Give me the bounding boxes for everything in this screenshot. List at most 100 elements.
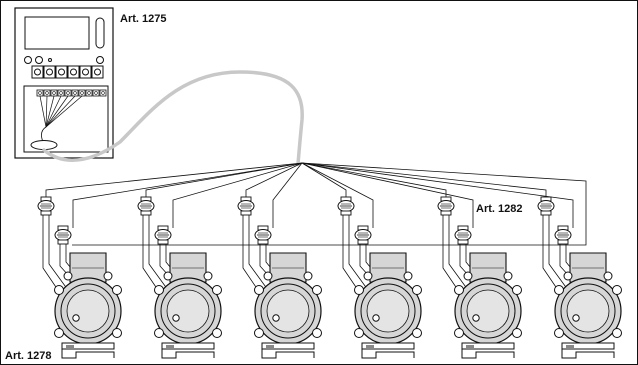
actuator-bolt bbox=[254, 328, 264, 338]
actuator-bracket bbox=[461, 342, 515, 350]
actuator-foot bbox=[361, 349, 415, 359]
wire-to-valve bbox=[301, 162, 374, 228]
valve bbox=[454, 225, 472, 245]
wire-to-valve bbox=[301, 162, 347, 198]
actuator bbox=[554, 252, 622, 359]
actuator-port bbox=[603, 271, 613, 281]
actuator-dial bbox=[66, 289, 110, 333]
valve bbox=[337, 196, 355, 216]
actuator-port bbox=[363, 271, 373, 281]
terminal-screw bbox=[94, 91, 98, 95]
terminal-wire bbox=[45, 95, 83, 128]
actuator-bolt bbox=[412, 328, 422, 338]
actuator-lead bbox=[148, 214, 169, 291]
valve bbox=[354, 225, 372, 245]
actuator-dial bbox=[266, 289, 310, 333]
actuator-foot bbox=[461, 349, 515, 359]
wire-to-valve bbox=[245, 162, 303, 198]
wire-to-valve bbox=[145, 162, 303, 198]
controller-button-knob bbox=[70, 68, 77, 76]
actuator-port bbox=[163, 271, 173, 281]
actuator-indicator bbox=[172, 314, 180, 322]
controller-button-row bbox=[31, 65, 104, 79]
valve bbox=[137, 196, 155, 216]
controller-button-knob bbox=[34, 68, 41, 76]
valve-base bbox=[240, 210, 252, 216]
wire-to-valve bbox=[272, 162, 303, 228]
terminal-screw bbox=[87, 91, 91, 95]
controller-cable-gland bbox=[30, 140, 58, 150]
terminal-wire bbox=[45, 95, 69, 128]
actuator-port bbox=[563, 271, 573, 281]
actuator-foot bbox=[561, 349, 615, 359]
actuator-bolt bbox=[354, 328, 364, 338]
actuator-bolt bbox=[212, 285, 222, 295]
valve bbox=[554, 225, 572, 245]
actuator-lead bbox=[248, 214, 269, 291]
terminal-wire bbox=[45, 95, 55, 128]
valve-base bbox=[257, 239, 269, 245]
valve bbox=[37, 196, 55, 216]
actuator-bolt bbox=[154, 285, 164, 295]
actuator-bracket-slot bbox=[566, 345, 574, 348]
actuator-lead bbox=[348, 214, 369, 291]
actuator-indicator bbox=[272, 314, 280, 322]
terminal-screw bbox=[52, 91, 56, 95]
terminal-screw bbox=[59, 91, 63, 95]
actuator-row bbox=[54, 252, 622, 359]
controller-display bbox=[24, 16, 90, 50]
actuator-bolt bbox=[112, 285, 122, 295]
actuator-bolt bbox=[454, 328, 464, 338]
actuator-bolt bbox=[612, 328, 622, 338]
actuator-bolt bbox=[512, 285, 522, 295]
actuator-foot bbox=[161, 349, 215, 359]
controller-slot-indicator bbox=[95, 17, 105, 49]
actuator-port bbox=[63, 271, 73, 281]
actuator-bracket-slot bbox=[366, 345, 374, 348]
controller-button-knob bbox=[82, 68, 89, 76]
actuator-indicator bbox=[472, 314, 480, 322]
valve-base bbox=[457, 239, 469, 245]
valve bbox=[437, 196, 455, 216]
controller-led-small bbox=[48, 58, 52, 62]
controller-led bbox=[35, 56, 43, 64]
terminal-screw bbox=[101, 91, 105, 95]
return-bus-line bbox=[72, 162, 587, 246]
actuator-bolt bbox=[312, 285, 322, 295]
actuator-indicator bbox=[572, 314, 580, 322]
actuator-lead bbox=[48, 214, 69, 291]
controller-unit bbox=[14, 7, 114, 159]
valve-label: Art. 1282 bbox=[476, 203, 522, 215]
actuator-lead bbox=[448, 214, 469, 291]
actuator-bracket-slot bbox=[266, 345, 274, 348]
valve-base bbox=[440, 210, 452, 216]
actuator bbox=[354, 252, 422, 359]
actuator-label: Art. 1278 bbox=[5, 350, 51, 362]
actuator-dial bbox=[166, 289, 210, 333]
actuator-dial bbox=[366, 289, 410, 333]
terminal-screw bbox=[66, 91, 70, 95]
actuator-bolt bbox=[454, 285, 464, 295]
actuator-bolt bbox=[54, 328, 64, 338]
actuator-port bbox=[203, 271, 213, 281]
valve bbox=[54, 225, 72, 245]
actuator-bolt bbox=[412, 285, 422, 295]
controller-button-knob bbox=[58, 68, 65, 76]
valve bbox=[154, 225, 172, 245]
valve-base bbox=[357, 239, 369, 245]
terminal-screw bbox=[45, 91, 49, 95]
actuator-bolt bbox=[354, 285, 364, 295]
actuator-bolt bbox=[212, 328, 222, 338]
actuator-bracket bbox=[61, 342, 115, 350]
wire-to-valve bbox=[301, 162, 447, 198]
wire-to-valve bbox=[45, 162, 303, 198]
valve bbox=[254, 225, 272, 245]
terminal-wire bbox=[39, 95, 47, 128]
actuator-bolt bbox=[554, 285, 564, 295]
actuator-port bbox=[403, 271, 413, 281]
actuator-bolt bbox=[254, 285, 264, 295]
actuator-foot bbox=[61, 349, 115, 359]
actuator-bracket-slot bbox=[66, 345, 74, 348]
wire-to-valve bbox=[72, 162, 303, 228]
valve-base bbox=[40, 210, 52, 216]
